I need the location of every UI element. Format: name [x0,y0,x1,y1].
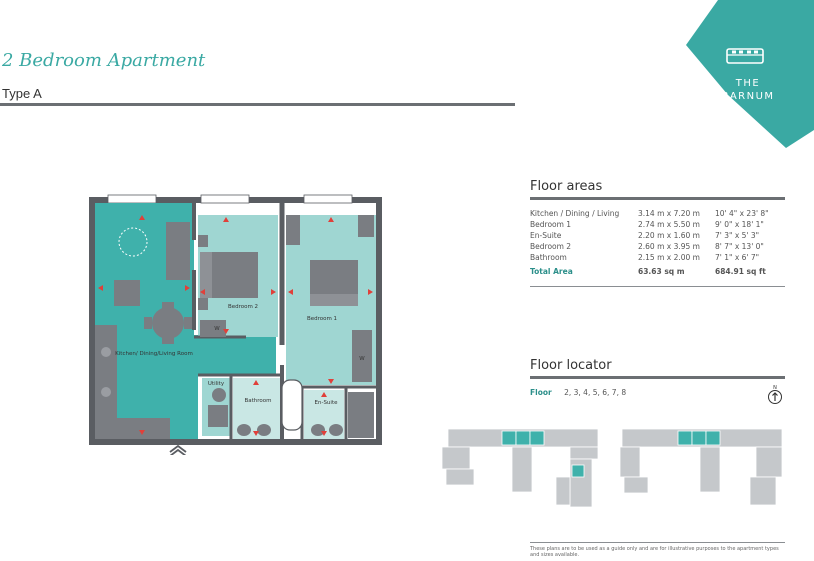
room-imperial: 9' 0" x 18' 1" [715,219,764,229]
table-row: Bedroom 2 2.60 m x 3.95 m 8' 7" x 13' 0" [530,241,769,252]
table-row: Bedroom 1 2.74 m x 5.50 m 9' 0" x 18' 1" [530,219,769,230]
room-name: Kitchen / Dining / Living [530,208,620,218]
floor-plan: Kitchen/ Dining/Living Room Bedroom 2 Be… [89,194,382,455]
table-row: Bathroom 2.15 m x 2.00 m 7' 1" x 6' 7" [530,252,769,263]
floor-areas-table: Kitchen / Dining / Living 3.14 m x 7.20 … [530,208,769,278]
room-metric: 3.14 m x 7.20 m [638,208,700,218]
room-metric: 2.20 m x 1.60 m [638,230,700,240]
room-name: Bathroom [530,252,567,262]
disclaimer-text: These plans are to be used as a guide on… [530,546,779,558]
room-label-utility: Utility [208,381,225,387]
table-row: Kitchen / Dining / Living 3.14 m x 7.20 … [530,208,769,219]
room-label-living: Kitchen/ Dining/Living Room [115,351,193,357]
floor-list: Floor 2, 3, 4, 5, 6, 7, 8 [530,388,626,397]
header-divider [0,103,515,106]
wardrobe-label-bedroom1: W [359,356,365,362]
total-row: Total Area 63.63 sq m 684.91 sq ft [530,263,769,278]
room-imperial: 8' 7" x 13' 0" [715,241,764,251]
total-label: Total Area [530,267,573,276]
apartment-type: Type A [2,86,42,101]
floor-areas-title: Floor areas [530,179,603,194]
room-metric: 2.74 m x 5.50 m [638,219,700,229]
room-name: Bedroom 1 [530,219,572,229]
floor-label: Floor [530,388,552,397]
table-row: En-Suite 2.20 m x 1.60 m 7' 3" x 5' 3" [530,230,769,241]
logo-text-barnum: BARNUM [721,91,775,102]
room-label-bathroom: Bathroom [244,398,271,404]
room-label-bedroom2: Bedroom 2 [228,304,258,310]
total-imperial: 684.91 sq ft [715,267,766,276]
north-arrow-icon: N [768,385,782,404]
floor-locator-map [441,428,783,507]
room-label-bedroom1: Bedroom 1 [307,316,337,322]
floor-areas-bottom-rule [530,286,785,287]
north-label: N [773,385,777,391]
room-name: Bedroom 2 [530,241,572,251]
floor-values: 2, 3, 4, 5, 6, 7, 8 [564,388,627,397]
room-name: En-Suite [530,230,562,240]
page-title: 2 Bedroom Apartment [2,50,206,71]
floor-locator-title: Floor locator [530,358,612,373]
brand-logo [686,0,814,148]
logo-text-the: THE [735,78,761,89]
building-icon [726,48,764,64]
room-imperial: 7' 3" x 5' 3" [715,230,760,240]
room-imperial: 7' 1" x 6' 7" [715,252,760,262]
wardrobe-label-bedroom2: W [214,326,220,332]
room-label-ensuite: En-Suite [315,400,339,406]
room-metric: 2.60 m x 3.95 m [638,241,700,251]
total-metric: 63.63 sq m [638,267,685,276]
floor-areas-divider [530,197,785,200]
room-metric: 2.15 m x 2.00 m [638,252,700,262]
floor-locator-divider [530,376,785,379]
disclaimer-rule [530,542,785,543]
room-imperial: 10' 4" x 23' 8" [715,208,769,218]
